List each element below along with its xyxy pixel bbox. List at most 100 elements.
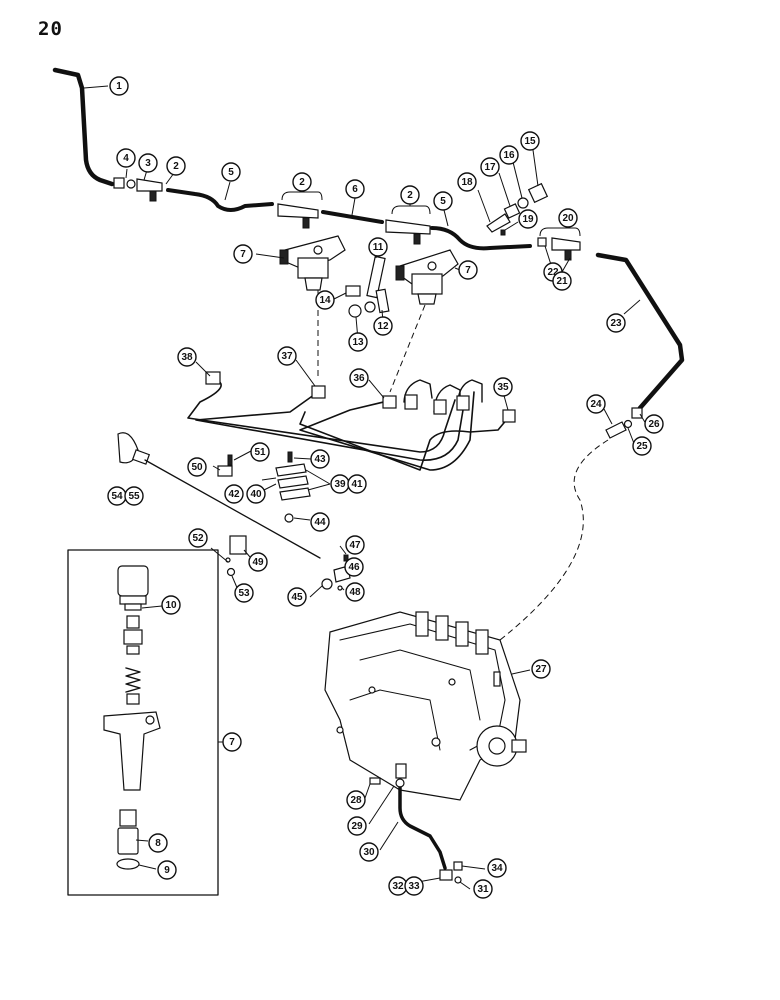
callout-36: 36 [349, 368, 369, 388]
callout-39: 39 [330, 474, 350, 494]
callout-circle [348, 332, 368, 352]
callout-circle [233, 244, 253, 264]
callout-circle [473, 879, 493, 899]
callout-number: 12 [377, 321, 389, 332]
callout-circle [188, 528, 208, 548]
callout-20: 20 [558, 208, 578, 228]
callout-number: 2 [173, 161, 179, 172]
callout-26: 26 [644, 414, 664, 434]
callout-circle [310, 449, 330, 469]
callout-41: 41 [347, 474, 367, 494]
callout-number: 42 [228, 489, 240, 500]
washer-13 [348, 304, 362, 318]
callout-circle [499, 145, 519, 165]
callout-circle [315, 290, 335, 310]
callout-number: 11 [373, 242, 384, 253]
callout-number: 34 [491, 863, 503, 874]
callout-number: 24 [590, 399, 602, 410]
callout-number: 27 [535, 664, 547, 675]
callout-circle [292, 172, 312, 192]
washer-53 [226, 567, 236, 577]
callout-number: 35 [497, 382, 509, 393]
callout-circle [124, 486, 144, 506]
stud-12 [375, 288, 390, 314]
page-number: 20 [38, 18, 63, 40]
callout-29: 29 [347, 816, 367, 836]
callout-circle [187, 457, 207, 477]
callout-number: 10 [165, 600, 177, 611]
callout-40: 40 [246, 484, 266, 504]
callout-number: 28 [350, 795, 362, 806]
callout-27: 27 [531, 659, 551, 679]
callout-number: 52 [192, 533, 204, 544]
pipe-38 [187, 377, 456, 453]
callout-number: 38 [181, 352, 193, 363]
callout-7: 7 [233, 244, 253, 264]
callout-number: 18 [461, 177, 473, 188]
callout-circle [359, 842, 379, 862]
bracket-20 [539, 227, 581, 237]
nut-14 [345, 285, 361, 297]
callout-circle [310, 512, 330, 532]
callout-number: 15 [524, 136, 536, 147]
pipe-23 [595, 252, 685, 411]
callout-circle [109, 76, 129, 96]
callout-number: 8 [155, 838, 161, 849]
fitting-36 [382, 395, 397, 409]
callout-number: 41 [351, 479, 363, 490]
bracket-2-right [391, 205, 431, 215]
callout-number: 14 [319, 295, 331, 306]
pipe-35 [299, 411, 509, 471]
return-line-assembly [52, 67, 685, 439]
nut-22 [537, 237, 547, 247]
callout-number: 21 [556, 276, 568, 287]
callout-number: 5 [440, 196, 446, 207]
callout-12: 12 [373, 316, 393, 336]
callout-49: 49 [248, 552, 268, 572]
callout-circle [632, 436, 652, 456]
callout-circle [433, 191, 453, 211]
connector-28 [369, 777, 381, 785]
callout-19: 19 [518, 209, 538, 229]
callout-circle [487, 858, 507, 878]
callout-circle [404, 876, 424, 896]
callout-circle [177, 347, 197, 367]
callout-number: 33 [408, 881, 420, 892]
injector-exploded-view [103, 565, 161, 870]
callout-circle [347, 474, 367, 494]
callout-8: 8 [148, 833, 168, 853]
callout-circle [221, 162, 241, 182]
washer-29 [395, 778, 405, 788]
tee-fitting-20 [551, 237, 581, 251]
callout-circle [400, 185, 420, 205]
washer-16 [517, 197, 529, 209]
washer-31 [454, 876, 462, 884]
fitting-37 [311, 385, 326, 399]
injector-body [103, 711, 161, 791]
callout-number: 22 [547, 267, 559, 278]
callout-number: 1 [116, 81, 122, 92]
callout-circle [345, 535, 365, 555]
callout-13: 13 [348, 332, 368, 352]
tee-fitting-2-center [277, 203, 319, 219]
callout-44: 44 [310, 512, 330, 532]
shut-off-control [117, 432, 351, 591]
callout-circle [644, 414, 664, 434]
callout-circle [586, 394, 606, 414]
bracket-49 [229, 535, 247, 555]
callout-number: 16 [503, 150, 515, 161]
callout-50: 50 [187, 457, 207, 477]
callout-number: 3 [145, 158, 151, 169]
cap-15 [527, 182, 549, 204]
nozzle-nut [117, 827, 139, 855]
callout-circle [552, 271, 572, 291]
callout-3: 3 [138, 153, 158, 173]
callout-42: 42 [224, 484, 244, 504]
callout-number: 25 [636, 441, 648, 452]
callout-5: 5 [221, 162, 241, 182]
callout-number: 31 [477, 884, 489, 895]
bracket-39-41 [305, 469, 331, 491]
callout-38: 38 [177, 347, 197, 367]
callout-10: 10 [161, 595, 181, 615]
